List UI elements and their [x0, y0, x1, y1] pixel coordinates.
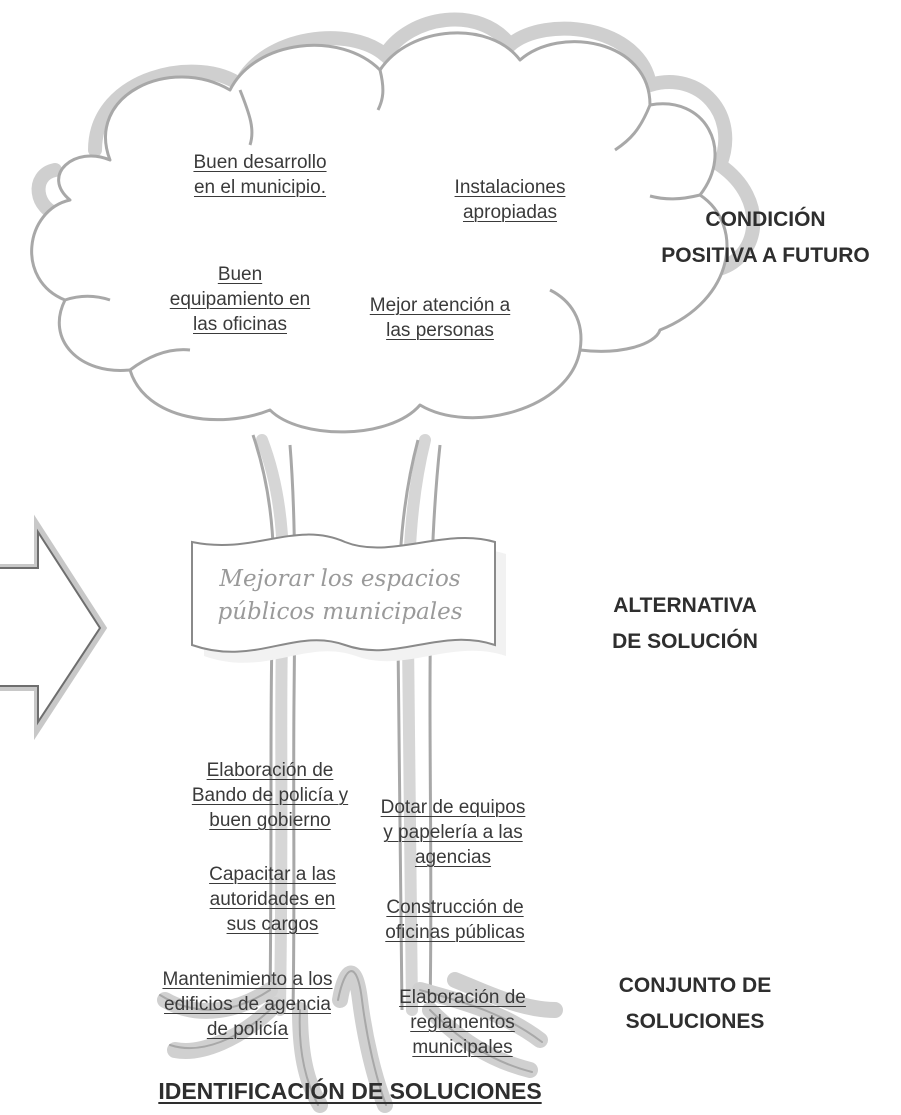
root-label-dotar: Dotar de equipos y papelería a las agenc…	[380, 797, 526, 868]
footer-title: IDENTIFICACIÓN DE SOLUCIONES	[158, 1078, 542, 1104]
label-condicion-positiva: CONDICIÓN POSITIVA A FUTURO	[661, 208, 870, 267]
root-label-bando: Elaboración de Bando de policía y buen g…	[191, 760, 349, 831]
cloud-label-equipamiento: Buen equipamiento en las oficinas	[169, 264, 311, 335]
label-alternativa-solucion: ALTERNATIVA DE SOLUCIÓN	[612, 594, 758, 653]
root-label-mantenimiento: Mantenimiento a los edificios de agencia…	[162, 969, 333, 1040]
cloud-label-instalaciones: Instalaciones apropiadas	[454, 177, 566, 223]
label-conjunto-soluciones: CONJUNTO DE SOLUCIONES	[618, 974, 772, 1033]
cloud-label-desarrollo: Buen desarrollo en el municipio.	[193, 152, 327, 198]
roots	[157, 965, 563, 1113]
banner-text: Mejorar los espacios públicos municipale…	[217, 566, 463, 625]
cloud-outline	[30, 31, 729, 434]
cloud-curls	[64, 69, 701, 372]
root-label-capacitar: Capacitar a las autoridades en sus cargo…	[209, 864, 336, 935]
cloud-label-atencion: Mejor atención a las personas	[369, 295, 511, 341]
root-label-construccion: Construcción de oficinas públicas	[385, 897, 525, 943]
arrow-shape	[0, 514, 108, 741]
banner-flag	[191, 533, 506, 663]
root-label-reglamentos: Elaboración de reglamentos municipales	[399, 987, 526, 1058]
